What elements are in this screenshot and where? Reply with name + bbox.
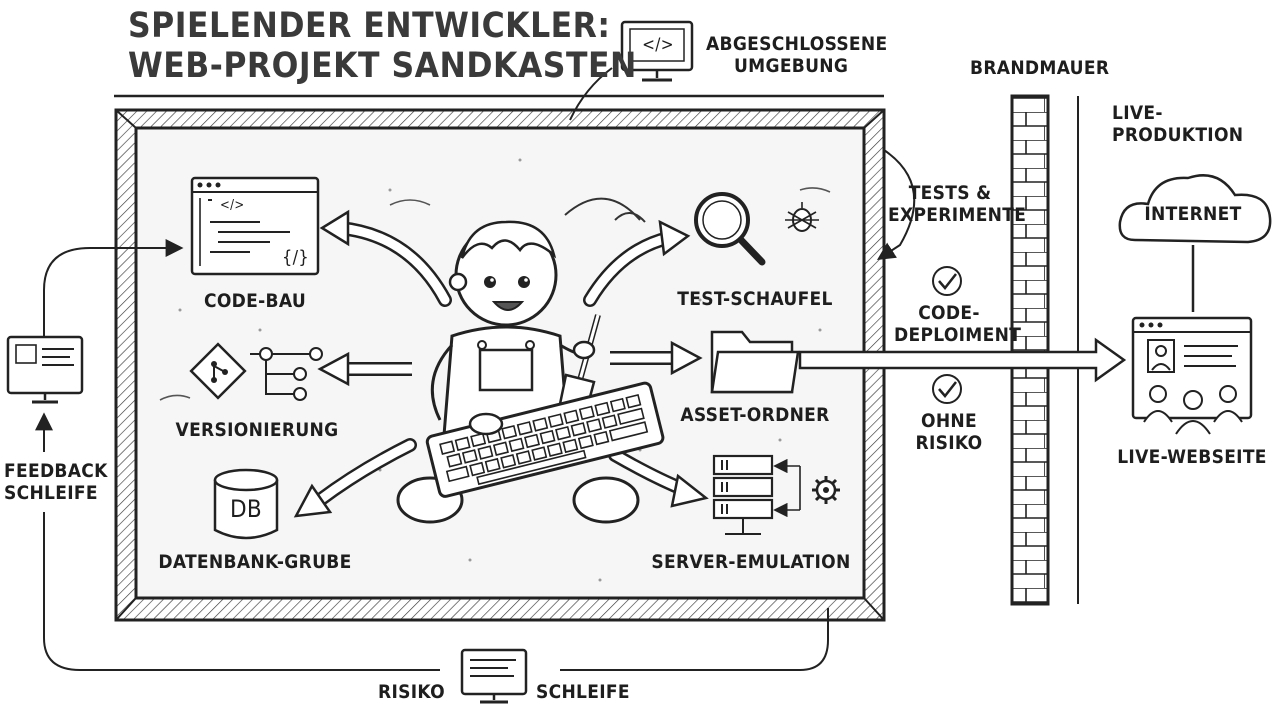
isolated-env-monitor-icon (569, 20, 694, 121)
bottom-loop-label: SCHLEIFE (536, 681, 630, 703)
feedback-line-1: FEEDBACK (4, 460, 108, 482)
live-production-label: LIVE-PRODUKTION (1112, 102, 1244, 146)
radial-arrows (293, 209, 709, 518)
internet-label: INTERNET (1144, 203, 1242, 225)
live-website-label: LIVE-WEBSEITE (1117, 446, 1267, 468)
git-branch-icon (189, 342, 247, 400)
code-deployment-label: CODE- DEPLOIMENT (894, 302, 1022, 346)
page-title-line-2: WEB-PROJEKT SANDKASTEN (128, 46, 637, 86)
gear-icon (812, 476, 840, 504)
check-icon (932, 374, 962, 404)
code-editor-icon (190, 176, 320, 276)
database-pit-label: DATENBANK-GRUBE (158, 551, 352, 573)
risk-free-line-2: RISIKO (915, 432, 983, 454)
asset-folder-label: ASSET-ORDNER (680, 404, 830, 426)
deployment-arrow (798, 337, 1127, 383)
code-build-label: CODE-BAU (204, 290, 306, 312)
database-icon (213, 468, 279, 540)
risk-free-label: OHNE RISIKO (904, 410, 994, 454)
bottom-monitor-icon (460, 648, 528, 704)
db-glyph: DB (229, 495, 263, 523)
isolated-env-label: ABGESCHLOSSENE UMGEBUNG (706, 33, 888, 77)
versioning-label: VERSIONIERUNG (175, 419, 339, 441)
isolated-env-line-2: UMGEBUNG (734, 55, 849, 77)
server-emulation-label: SERVER-EMULATION (651, 551, 851, 573)
risk-free-line-1: OHNE (920, 410, 978, 432)
feedback-loop-label: FEEDBACK SCHLEIFE (4, 460, 108, 504)
bottom-risk-label: RISIKO (378, 681, 445, 703)
page-title: SPIELENDER ENTWICKLER: WEB-PROJEKT SANDK… (128, 6, 637, 86)
deploy-line-1: CODE- (918, 302, 980, 324)
monitor-code-glyph: </> (642, 35, 674, 55)
feedback-loop (6, 239, 829, 671)
isolated-env-line-1: ABGESCHLOSSENE (706, 33, 888, 55)
tests-experiments-label: TESTS & EXPERIMENTE (888, 182, 1027, 226)
test-shovel-label: TEST-SCHAUFEL (677, 288, 833, 310)
deploy-line-2: DEPLOIMENT (894, 324, 1022, 346)
tests-line-1: TESTS & (908, 182, 992, 204)
feedback-line-2: SCHLEIFE (4, 482, 98, 504)
tests-curve-arrow (876, 149, 916, 260)
check-icon (932, 266, 962, 296)
code-editor-glyph: </> (220, 198, 245, 213)
branch-graph-icon (250, 347, 323, 401)
folder-icon (710, 330, 800, 394)
bug-icon (785, 202, 819, 232)
code-brace-glyph: {/} (282, 247, 309, 268)
magnifier-icon (694, 192, 766, 266)
server-rack-icon (712, 454, 801, 535)
tests-line-2: EXPERIMENTE (888, 204, 1027, 226)
live-website-icon (1131, 316, 1253, 435)
child-developer-illustration (396, 220, 665, 524)
internet-cloud-icon (1118, 174, 1272, 312)
firewall-label: BRANDMAUER (970, 57, 1110, 79)
firewall-wall (1010, 94, 1079, 606)
page-title-line-1: SPIELENDER ENTWICKLER: (128, 6, 611, 46)
